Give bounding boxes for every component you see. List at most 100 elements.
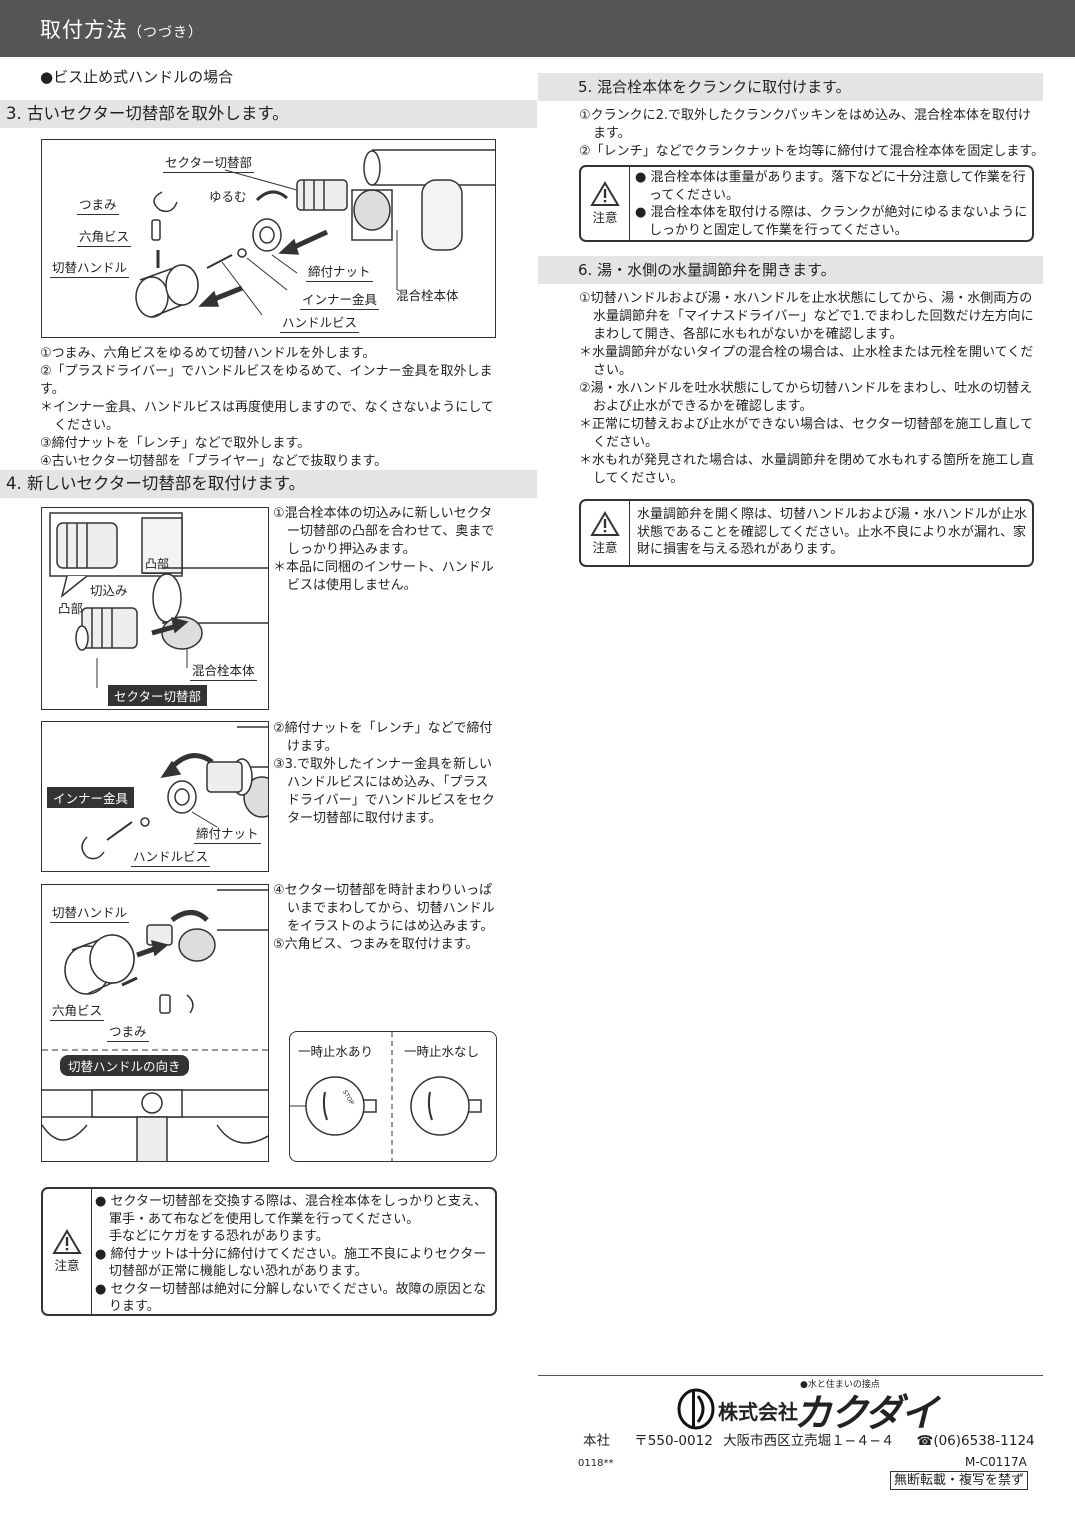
fig3-label-orientation: 切替ハンドルの向き [60,1055,189,1076]
left-caution-box: 注意 ● セクター切替部を交換する際は、混合栓本体をしっかりと支え、軍手・あて布… [41,1187,497,1316]
sec5-caution-icon-col: 注意 [581,167,630,240]
sec3-step-4: ④古いセクター切替部を「プライヤー」などで抜取ります。 [40,454,388,469]
sec4-step-5: ⑤六角ビス、つまみを取付けます。 [273,937,479,952]
label-inner: インナー金具 [300,289,380,310]
sec6-step-2: ②湯・水ハンドルを吐水状態にしてから切替ハンドルをまわし、吐水の切替えおよび止水… [579,381,1033,414]
fig1-label-body: 混合栓本体 [190,660,257,681]
left-caution-item-3: ● セクター切替部は絶対に分解しないでください。故障の原因となります。 [95,1281,487,1315]
section-5-caution-box: 注意 ● 混合栓本体は重量があります。落下などに十分注意して作業を行ってください… [579,165,1034,242]
fig1-label-notch: 切込み [90,583,128,598]
section-4-figure-3: 切替ハンドル 六角ビス つまみ 切替ハンドルの向き [41,884,269,1162]
company-prefix: 株式会社 [718,1400,798,1424]
caution-label: 注意 [54,1258,80,1273]
warning-icon [590,510,620,536]
section-6-title: 6. 湯・水側の水量調節弁を開きます。 [538,256,1043,284]
no-reproduction-notice: 無断転載・複写を禁ず [890,1471,1029,1490]
section-3-title: 3. 古いセクター切替部を取外します。 [0,100,537,128]
label-loosen: ゆるむ [209,189,247,204]
sec3-step-1: ①つまみ、六角ビスをゆるめて切替ハンドルを外します。 [40,346,376,361]
sec6-caution-icon-col: 注意 [581,501,630,565]
sec4-step-2: ②締付ナットを「レンチ」などで締付けます。 [273,721,493,754]
section-4-figure-1: 凸部 切込み 凸部 混合栓本体 セクター切替部 [41,507,269,710]
tighten-illustration [81,726,268,860]
sec6-note-2: ＊正常に切替えおよび止水ができない場合は、セクター切替部を施工し直してください。 [579,417,1034,450]
fig3-label-knob: つまみ [107,1021,149,1042]
sec6-caution-item: 水量調節弁を開く際は、切替ハンドルおよび湯・水ハンドルが止水状態であることを確認… [637,507,1028,557]
sec5-step-2: ②「レンチ」などでクランクナットを均等に締付けて混合栓本体を固定します。 [579,144,1045,159]
sec4-note-1: ＊本品に同梱のインサート、ハンドルビスは使用しません。 [273,560,494,593]
fig1-label-bump-left: 凸部 [58,601,84,616]
section-4-text-1: ①混合栓本体の切込みに新しいセクター切替部の凸部を合わせて、奥までしっかり押込み… [273,505,498,595]
sec6-note-3: ＊水もれが発見された場合は、水量調節弁を閉めて水もれする箇所を施工し直してくださ… [579,453,1035,486]
sec5-caution-label: 注意 [592,210,618,225]
header-bar: 取付方法（つづき） [0,0,1075,57]
page-title: 取付方法（つづき） [40,2,203,62]
sec3-step-2: ②「プラスドライバー」でハンドルビスをゆるめて、インナー金具を取外します。 [40,364,493,397]
fig3-label-handle: 切替ハンドル [50,902,130,923]
screw-type-heading: ●ビス止め式ハンドルの場合 [40,68,234,86]
fig2-label-nut: 締付ナット [194,823,261,844]
sec4-step-3: ③3.で取外したインナー金具を新しいハンドルビスにはめ込み、「プラスドライバー」… [273,757,495,826]
footer-tagline: ●水と住まいの接点 [800,1380,880,1390]
page-title-main: 取付方法 [40,18,128,42]
sec3-step-note: ＊インナー金具、ハンドルビスは再度使用しますので、なくさないようにしてください。 [40,400,494,433]
fig1-label-sector: セクター切替部 [108,685,208,706]
removal-illustration [135,149,495,318]
fig1-label-bump-top: 凸部 [143,555,172,574]
fig3-label-hex: 六角ビス [50,1000,105,1021]
sec5-caution-text: ● 混合栓本体は重量があります。落下などに十分注意して作業を行ってください。 ●… [635,169,1029,239]
section-6-steps: ①切替ハンドルおよび湯・水ハンドルを止水状態にしてから、湯・水側両方の水量調節弁… [579,290,1043,488]
insert-illustration [49,512,268,688]
section-4-title: 4. 新しいセクター切替部を取付けます。 [0,470,537,498]
handle-illustration [42,889,268,1161]
section-5-steps: ①クランクに2.で取外したクランクパッキンをはめ込み、混合栓本体を取付けます。 … [579,107,1045,161]
hq-address-line: 本社 〒550-0012 大阪市西区立売堀１−４−４ ☎(06)6538-112… [583,1432,1035,1450]
hq-label: 本社 [583,1433,610,1449]
kakudai-logo-mark-icon [677,1388,715,1430]
section-3-steps: ①つまみ、六角ビスをゆるめて切替ハンドルを外します。 ②「プラスドライバー」でハ… [40,345,500,471]
label-nut: 締付ナット [306,261,373,282]
label-with-stop: 一時止水あり [298,1044,374,1059]
section-6-caution-box: 注意 水量調節弁を開く際は、切替ハンドルおよび湯・水ハンドルが止水状態であること… [579,499,1034,567]
warning-icon [590,181,620,206]
label-handle: 切替ハンドル [50,257,130,278]
section-5-title: 5. 混合栓本体をクランクに取付けます。 [538,73,1043,101]
doc-code: M-C0117A [965,1455,1027,1469]
page-title-sub: （つづき） [128,25,203,41]
section-4-text-3: ④セクター切替部を時計まわりいっぱいまでまわしてから、切替ハンドルをイラストのよ… [273,882,498,954]
orientation-detail-illustration [290,1032,482,1161]
sec3-step-3: ③締付ナットを「レンチ」などで取外します。 [40,436,311,451]
label-faucet-body: 混合栓本体 [396,288,459,303]
left-caution-item-1: ● セクター切替部を交換する際は、混合栓本体をしっかりと支え、軍手・あて布などを… [95,1194,487,1227]
label-knob: つまみ [77,194,119,215]
sec5-step-1: ①クランクに2.で取外したクランクパッキンをはめ込み、混合栓本体を取付けます。 [579,108,1032,141]
company-logo: 株式会社 カクダイ [676,1386,966,1435]
section-4-figure-2: インナー金具 締付ナット ハンドルビス [41,721,269,872]
left-caution-item-1b: 手などにケガをする恐れがあります。 [109,1229,329,1244]
fig2-label-inner: インナー金具 [47,787,135,808]
label-without-stop: 一時止水なし [404,1044,480,1059]
sec5-caution-item-2: ● 混合栓本体を取付ける際は、クランクが絶対にゆるまないようにしっかりと固定して… [635,205,1028,238]
hq-address: 大阪市西区立売堀１−４−４ [723,1433,895,1449]
label-sector: セクター切替部 [163,152,255,173]
fig2-label-hscrew: ハンドルビス [131,846,211,867]
hq-phone: ☎(06)6538-1124 [916,1433,1035,1449]
left-caution-icon-col: 注意 [43,1189,92,1314]
left-caution-text: ● セクター切替部を交換する際は、混合栓本体をしっかりと支え、軍手・あて布などを… [95,1193,493,1315]
footer-divider [538,1375,1043,1376]
label-handle-screw: ハンドルビス [280,312,360,333]
section-4-text-2: ②締付ナットを「レンチ」などで締付けます。 ③3.で取外したインナー金具を新しい… [273,720,498,828]
sec6-step-1: ①切替ハンドルおよび湯・水ハンドルを止水状態にしてから、湯・水側両方の水量調節弁… [579,291,1034,342]
orientation-detail-box: 一時止水あり 一時止水なし STOP [289,1031,497,1162]
sec6-caution-text: 水量調節弁を開く際は、切替ハンドルおよび湯・水ハンドルが止水状態であることを確認… [637,506,1029,559]
sec4-step-1: ①混合栓本体の切込みに新しいセクター切替部の凸部を合わせて、奥までしっかり押込み… [273,506,495,557]
section-3-figure: セクター切替部 ゆるむ つまみ 六角ビス 切替ハンドル 締付ナット 混合栓本体 … [41,139,496,338]
left-caution-item-2: ● 締付ナットは十分に締付けてください。施工不良によりセクター切替部が正常に機能… [95,1246,487,1280]
sec5-caution-item-1: ● 混合栓本体は重量があります。落下などに十分注意して作業を行ってください。 [635,170,1026,203]
warning-icon [52,1229,82,1254]
lot-code: 0118** [578,1458,614,1469]
sec6-caution-label: 注意 [592,539,618,555]
company-name: カクダイ [794,1391,938,1435]
label-hex-screw: 六角ビス [77,226,132,247]
postal-code: 〒550-0012 [634,1433,713,1449]
